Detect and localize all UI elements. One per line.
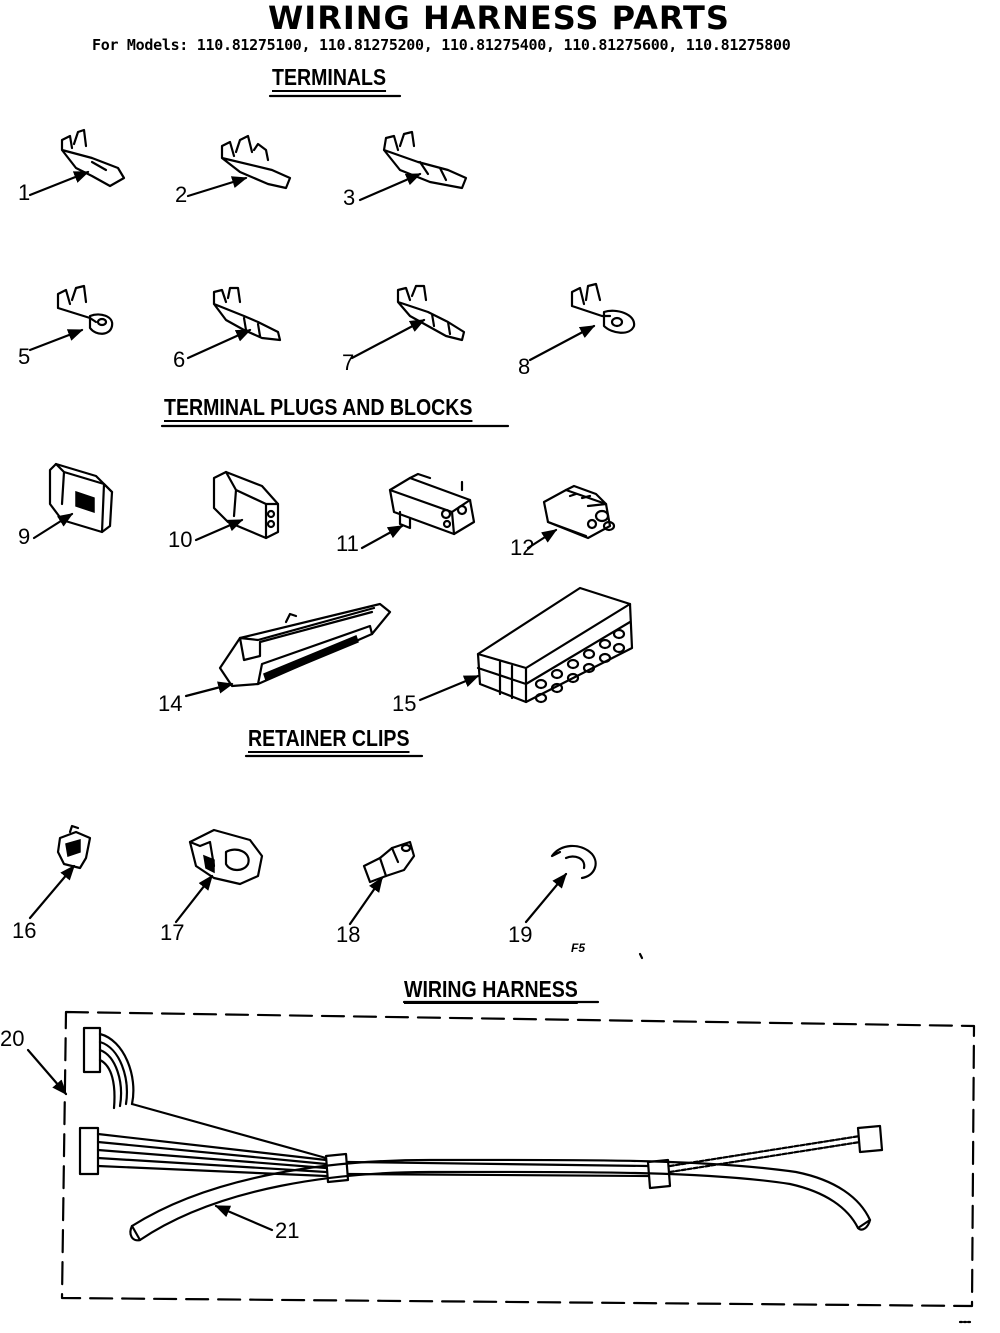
callout-14: 14 [158,691,183,716]
clip-part-18 [362,840,416,884]
leader-2 [186,176,248,198]
terminal-part-3 [382,130,468,190]
terminal-part-5 [56,284,114,335]
clip-part-16 [56,824,92,870]
callout-2: 2 [175,182,188,207]
section-heading-wiring-harness: WIRING HARNESS [404,976,578,1002]
callout-5: 5 [18,344,31,369]
callout-16: 16 [12,918,37,943]
callout-12: 12 [510,535,535,560]
leader-20 [26,1048,68,1096]
callout-10: 10 [168,527,193,552]
leader-8 [528,324,596,362]
leader-11 [360,524,404,550]
callout-15: 15 [392,691,417,716]
wiring-harness-part-20 [78,1026,884,1242]
block-part-15 [476,586,634,704]
harness-dashed-box [60,1010,976,1308]
callout-21: 21 [275,1218,300,1243]
leader-9 [32,512,74,540]
clip-part-19 [550,844,597,880]
callout-8: 8 [518,354,531,379]
section-heading-terminals: TERMINALS [272,64,387,90]
callout-1: 1 [18,180,31,205]
callout-20: 20 [0,1026,25,1051]
leader-18 [348,876,384,926]
leader-7 [350,318,426,360]
leader-16 [28,864,76,920]
section-heading-retainer-clips: RETAINER CLIPS [248,725,410,751]
callout-11: 11 [336,531,359,556]
plug-part-11 [388,472,476,536]
callout-9: 9 [18,524,31,549]
callout-17: 17 [160,920,185,945]
block-part-14 [218,602,392,688]
terminal-part-7 [396,284,466,342]
plug-part-12 [542,484,616,540]
leader-12 [526,528,558,550]
leader-15 [418,674,480,702]
terminal-part-6 [212,286,282,342]
leader-3 [358,172,422,202]
leader-21 [214,1204,274,1232]
terminal-part-1 [60,128,126,188]
terminal-part-2 [220,134,292,190]
section-heading-plugs-blocks: TERMINAL PLUGS AND BLOCKS [164,394,473,420]
model-numbers: For Models: 110.81275100, 110.81275200, … [92,36,791,54]
page-title: WIRING HARNESS PARTS [268,0,730,37]
leader-6 [186,328,252,360]
leader-19 [524,872,568,924]
leader-10 [194,518,244,542]
callout-6: 6 [173,347,186,372]
callout-7: 7 [342,350,355,375]
leader-1 [28,170,90,197]
callout-3: 3 [343,185,356,210]
callout-18: 18 [336,922,361,947]
speck-mark [638,952,644,960]
leader-14 [184,681,234,698]
leader-5 [28,328,84,352]
callout-19: 19 [508,922,533,947]
clip-part-17 [188,828,264,886]
leader-17 [174,874,214,924]
figure-note: F5 [571,941,586,955]
terminal-part-8 [570,282,636,334]
